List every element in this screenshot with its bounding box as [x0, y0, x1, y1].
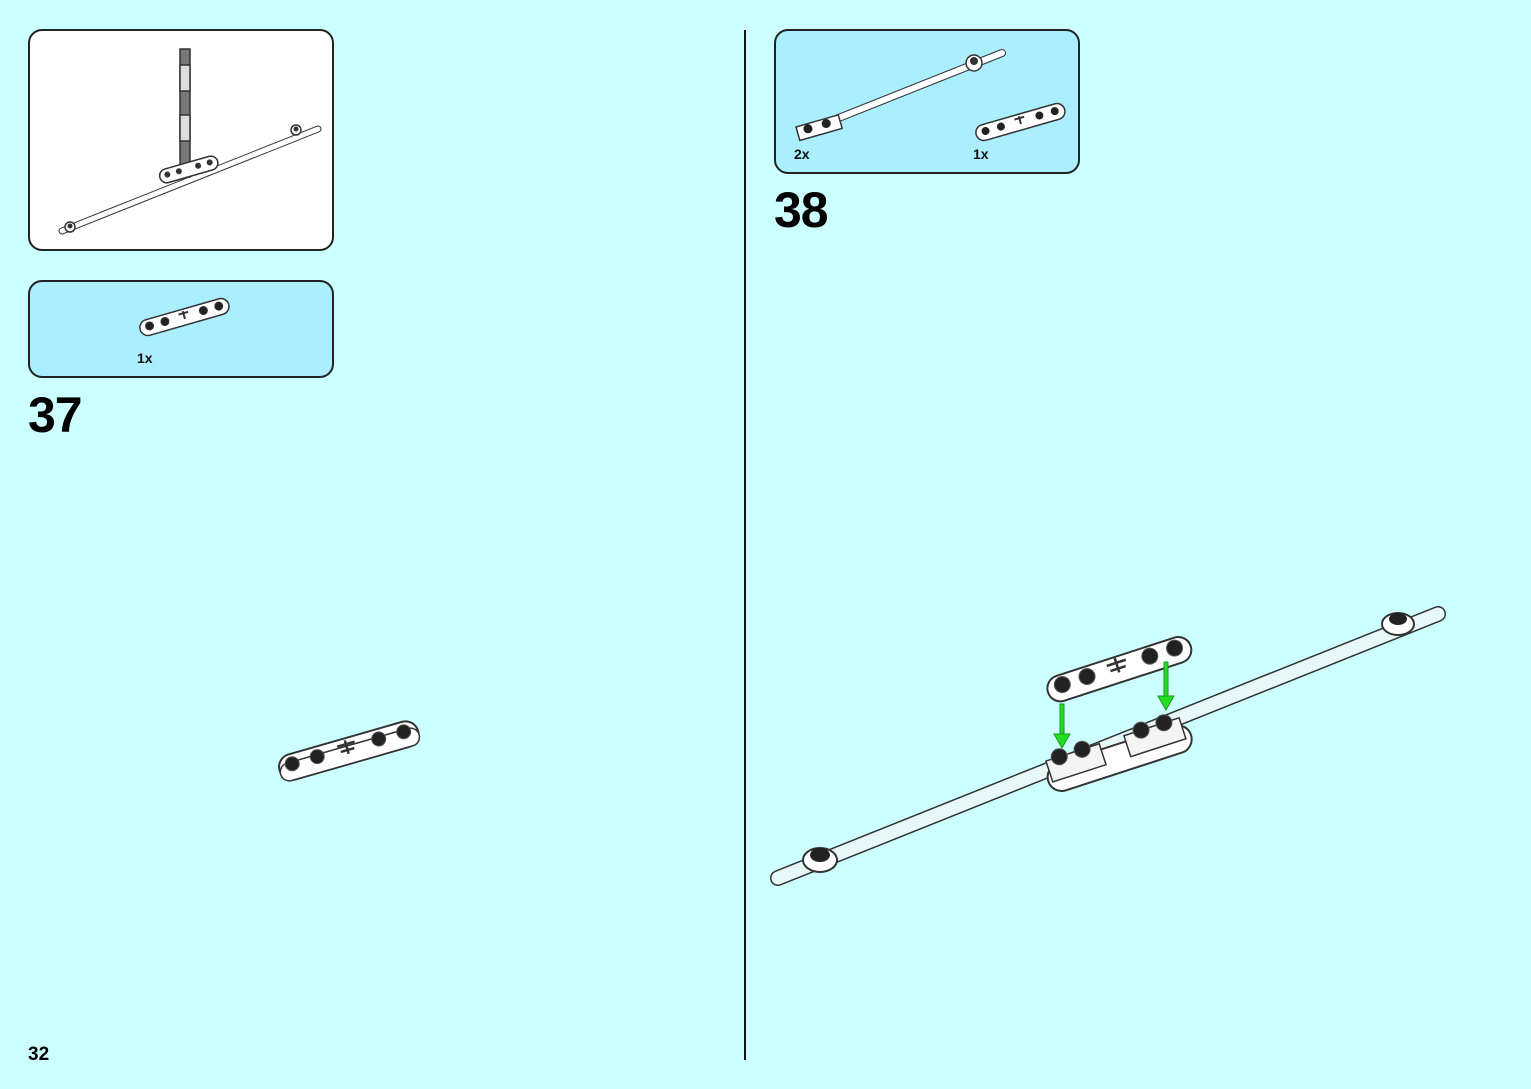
step-38-assembly-illustration — [770, 606, 1446, 886]
plate-1x5-with-bar-holder-icon — [139, 297, 230, 337]
part-quantity: 1x — [973, 146, 989, 162]
step-number: 37 — [28, 387, 83, 443]
step-number: 38 — [774, 182, 829, 238]
bar-with-plate-icon — [795, 49, 1006, 142]
plate-1x5-with-bar-holder-icon — [975, 102, 1066, 142]
part-quantity: 2x — [794, 146, 810, 162]
submodel-preview-panel — [28, 29, 334, 251]
assembly-arrow — [1053, 661, 1175, 750]
submodel-preview-illustration — [58, 48, 322, 235]
step-37-plate-illustration — [278, 720, 421, 782]
page-number: 32 — [28, 1044, 50, 1065]
parts-list-panel-step-38: 2x 1x — [774, 29, 1080, 174]
part-quantity: 1x — [137, 350, 153, 366]
parts-list-panel-step-37: 1x — [28, 280, 334, 378]
column-divider — [744, 30, 746, 1060]
